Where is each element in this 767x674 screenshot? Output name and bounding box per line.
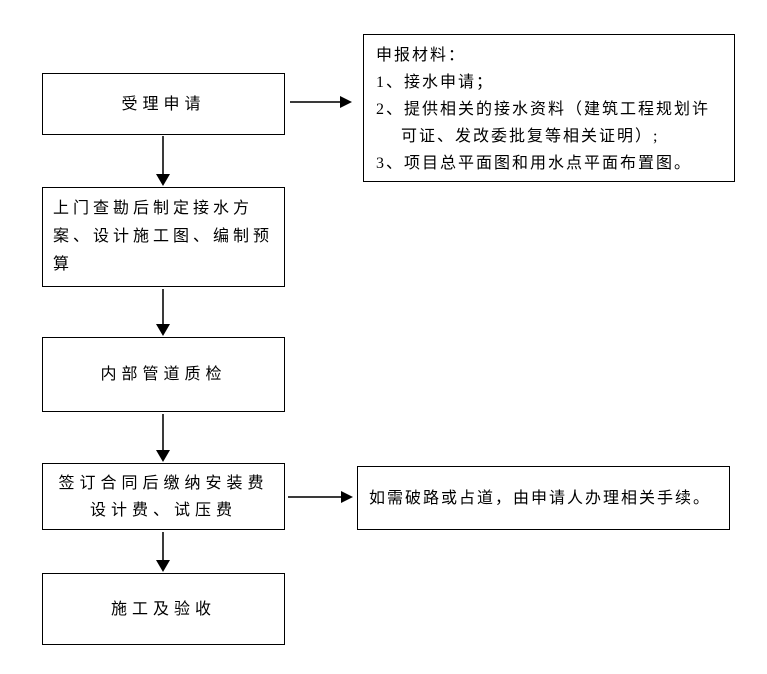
- note-label: 如需破路或占道，由申请人办理相关手续。: [369, 489, 712, 507]
- note-line: 3、项目总平面图和用水点平面布置图。: [376, 155, 693, 172]
- arrow-line: [162, 289, 164, 325]
- arrow-head-down-icon: [156, 324, 170, 336]
- note-line: 1、接水申请；: [376, 74, 495, 91]
- arrow-head-right-icon: [340, 96, 352, 108]
- arrow-line: [288, 496, 342, 498]
- step-label-line: 案、设计施工图、编制预: [53, 228, 274, 245]
- arrow-line: [162, 136, 164, 175]
- step-label: 施工及验收: [110, 600, 216, 618]
- arrow-head-right-icon: [341, 491, 353, 503]
- note-road-occupation: 如需破路或占道，由申请人办理相关手续。: [357, 466, 730, 530]
- step-box-site-survey-plan: 上门查勘后制定接水方 案、设计施工图、编制预 算: [42, 187, 285, 287]
- note-line: 2、提供相关的接水资料（建筑工程规划许: [376, 101, 711, 118]
- note-line: 可证、发改委批复等相关证明）;: [401, 128, 660, 145]
- step-box-sign-contract-pay-fees: 签订合同后缴纳安装费 设计费、试压费: [42, 463, 285, 530]
- step-label-line: 上门查勘后制定接水方: [53, 200, 254, 217]
- step-label: 受理申请: [121, 95, 206, 113]
- step-box-internal-pipe-inspection: 内部管道质检: [42, 337, 285, 412]
- note-line: 申报材料：: [376, 47, 467, 64]
- arrow-head-down-icon: [156, 560, 170, 572]
- step-label: 内部管道质检: [100, 366, 227, 383]
- step-label-line: 算: [53, 256, 74, 273]
- step-box-construction-acceptance: 施工及验收: [42, 573, 285, 645]
- step-label-line: 设计费、试压费: [89, 501, 237, 519]
- step-label-line: 签订合同后缴纳安装费: [58, 474, 269, 492]
- arrow-line: [290, 101, 341, 103]
- arrow-line: [162, 414, 164, 451]
- step-box-accept-application: 受理申请: [42, 73, 285, 135]
- note-application-materials: 申报材料： 1、接水申请； 2、提供相关的接水资料（建筑工程规划许 可证、发改委…: [363, 34, 735, 182]
- arrow-line: [162, 532, 164, 561]
- arrow-head-down-icon: [156, 174, 170, 186]
- arrow-head-down-icon: [156, 450, 170, 462]
